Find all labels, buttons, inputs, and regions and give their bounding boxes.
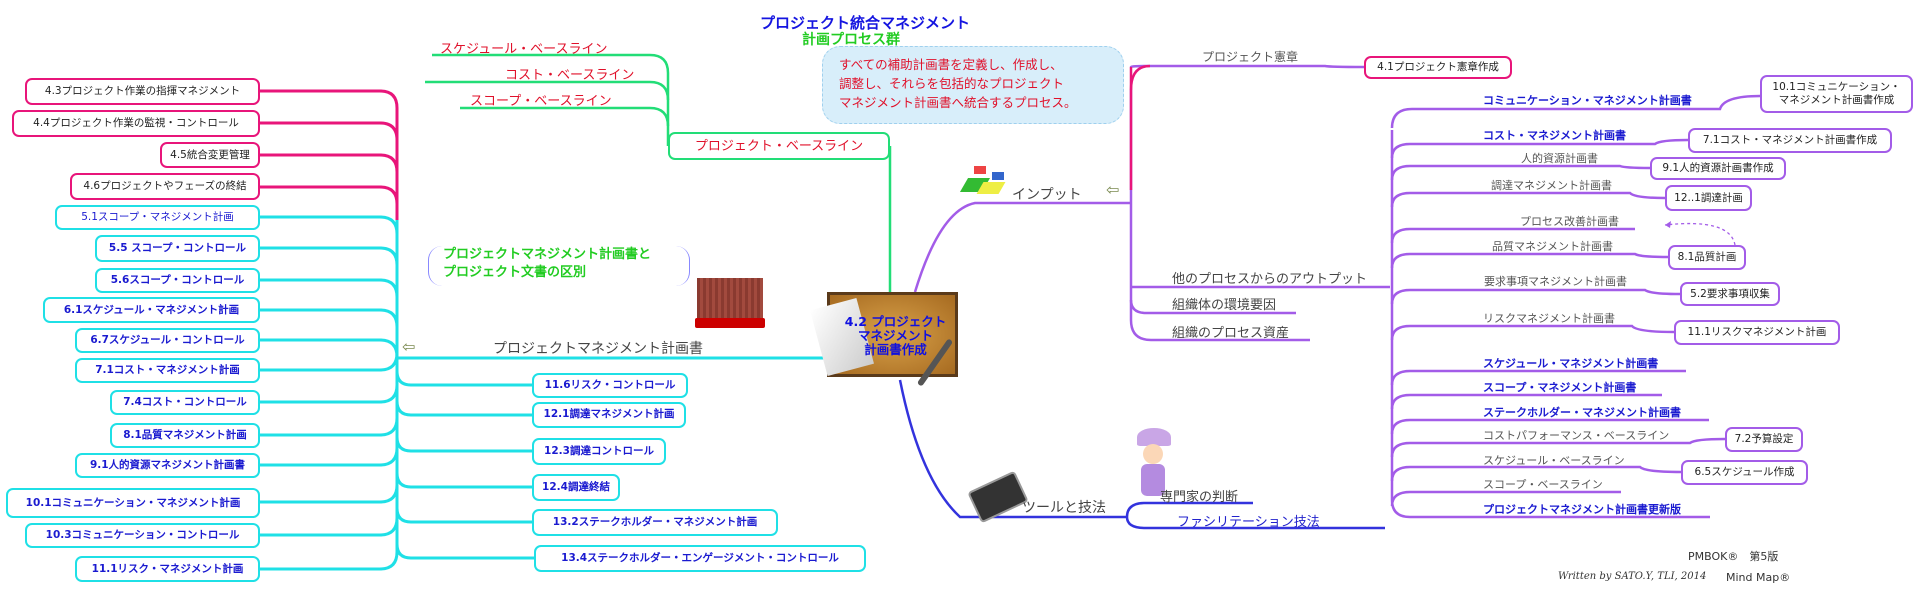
process-box[interactable]: 12.4調達終結 [532, 474, 620, 501]
brand-label: Mind Map® [1726, 571, 1791, 584]
baseline-item[interactable]: スコープ・ベースライン [470, 94, 612, 109]
expert-character-icon [1125, 428, 1181, 498]
process-box[interactable]: 7.4コスト・コントロール [110, 390, 260, 415]
plan-label[interactable]: 人的資源計画書 [1521, 152, 1598, 165]
process-box[interactable]: 5.1スコープ・マネジメント計画 [55, 205, 260, 230]
baseline-item[interactable]: コスト・ベースライン [505, 68, 635, 83]
charter-label[interactable]: プロジェクト憲章 [1202, 50, 1299, 64]
process-box[interactable]: 7.2予算設定 [1725, 427, 1803, 452]
plan-label[interactable]: リスクマネジメント計画書 [1483, 312, 1615, 325]
plan-label[interactable]: コミュニケーション・マネジメント計画書 [1483, 94, 1692, 107]
process-box[interactable]: 11.6リスク・コントロール [532, 373, 688, 398]
pm-plan-label[interactable]: プロジェクトマネジメント計画書 [493, 341, 703, 357]
description-line: すべての補助計画書を定義し、作成し、 [839, 57, 1063, 72]
central-title-line: マネジメント [857, 328, 933, 343]
plan-label[interactable]: プロセス改善計画書 [1520, 215, 1619, 228]
process-box[interactable]: 13.4ステークホルダー・エンゲージメント・コントロール [534, 545, 866, 572]
opa-label[interactable]: 組織のプロセス資産 [1172, 326, 1290, 341]
diagram-subtitle: 計画プロセス群 [802, 32, 900, 48]
diagram-title: プロジェクト統合マネジメント [760, 14, 971, 32]
central-node[interactable]: 4.2 プロジェクト マネジメント 計画書作成 [810, 292, 958, 377]
process-box[interactable]: 8.1品質マネジメント計画 [110, 423, 260, 448]
truck-chassis [695, 318, 765, 328]
process-box[interactable]: 5.2要求事項収集 [1680, 282, 1780, 306]
note-line: プロジェクトマネジメント計画書と [443, 247, 652, 262]
central-title-line: 計画書作成 [864, 342, 927, 357]
process-box[interactable]: 6.7スケジュール・コントロール [75, 328, 260, 353]
edition-label: PMBOK® 第5版 [1688, 550, 1779, 563]
process-box[interactable]: 5.6スコープ・コントロール [95, 268, 260, 293]
author-signature: Written by SATO.Y, TLI, 2014 [1558, 571, 1707, 582]
plan-label[interactable]: プロジェクトマネジメント計画書更新版 [1483, 503, 1681, 516]
tool-item[interactable]: 専門家の判断 [1160, 490, 1239, 505]
plan-label[interactable]: 要求事項マネジメント計画書 [1484, 275, 1627, 288]
tool-item[interactable]: ファシリテーション技法 [1177, 515, 1320, 530]
plan-label[interactable]: スケジュール・ベースライン [1483, 454, 1625, 467]
plan-label[interactable]: コスト・マネジメント計画書 [1483, 129, 1626, 142]
other-outputs-label[interactable]: 他のプロセスからのアウトプット [1172, 272, 1368, 287]
inputs-label[interactable]: インプット [1012, 187, 1082, 203]
process-box[interactable]: 8.1品質計画 [1668, 245, 1746, 270]
process-box[interactable]: 6.1スケジュール・マネジメント計画 [43, 297, 260, 323]
process-box[interactable]: 12.3調達コントロール [532, 438, 666, 465]
description-line: マネジメント計画書へ統合するプロセス。 [839, 95, 1077, 110]
process-box[interactable]: 4.3プロジェクト作業の指揮マネジメント [25, 78, 260, 105]
process-box[interactable]: 4.6プロジェクトやフェーズの終結 [70, 173, 260, 200]
arrow-left-icon: ⇦ [1106, 180, 1120, 199]
tools-label[interactable]: ツールと技法 [1022, 500, 1106, 516]
process-box[interactable]: 12..1調達計画 [1665, 185, 1752, 211]
process-box[interactable]: 5.5 スコープ・コントロール [95, 235, 260, 262]
process-box[interactable]: 12.1調達マネジメント計画 [532, 402, 686, 428]
process-box[interactable]: 11.1リスクマネジメント計画 [1674, 320, 1840, 345]
plan-label[interactable]: スコープ・ベースライン [1483, 478, 1603, 491]
plan-label[interactable]: コストパフォーマンス・ベースライン [1483, 429, 1670, 442]
plan-label[interactable]: スコープ・マネジメント計画書 [1483, 381, 1637, 394]
process-box[interactable]: 7.1コスト・マネジメント計画 [75, 358, 260, 383]
note: プロジェクトマネジメント計画書と プロジェクト文書の区別 [428, 246, 690, 286]
description-line: 調整し、それらを包括的なプロジェクト [839, 76, 1065, 91]
baseline-item[interactable]: スケジュール・ベースライン [440, 42, 608, 57]
process-box[interactable]: 11.1リスク・マネジメント計画 [75, 556, 260, 582]
process-box[interactable]: 10.3コミュニケーション・コントロール [25, 523, 260, 548]
eef-label[interactable]: 組織体の環境要因 [1172, 298, 1277, 313]
process-box[interactable]: 7.1コスト・マネジメント計画書作成 [1688, 128, 1892, 153]
process-box[interactable]: 13.2ステークホルダー・マネジメント計画 [532, 509, 778, 536]
note-line: プロジェクト文書の区別 [443, 265, 587, 280]
process-box[interactable]: 10.1コミュニケーション・マネジメント計画 [6, 488, 260, 518]
process-box[interactable]: 4.4プロジェクト作業の監視・コントロール [12, 110, 260, 137]
plan-label[interactable]: 調達マネジメント計画書 [1491, 179, 1612, 192]
central-title-line: 4.2 プロジェクト [844, 314, 947, 329]
process-box[interactable]: 9.1人的資源計画書作成 [1650, 157, 1786, 180]
process-box[interactable]: 6.5スケジュール作成 [1681, 460, 1808, 485]
arrow-left-icon: ⇦ [402, 337, 416, 356]
plan-label[interactable]: ステークホルダー・マネジメント計画書 [1483, 406, 1681, 419]
project-baseline-node[interactable]: プロジェクト・ベースライン [668, 132, 890, 160]
process-box[interactable]: 4.5統合変更管理 [160, 142, 260, 168]
truck-icon [697, 278, 763, 318]
process-box[interactable]: 10.1コミュニケーション・マネジメント計画書作成 [1760, 75, 1913, 113]
process-box[interactable]: 4.1プロジェクト憲章作成 [1364, 56, 1512, 79]
plan-label[interactable]: 品質マネジメント計画書 [1492, 240, 1613, 253]
process-box[interactable]: 9.1人的資源マネジメント計画書 [75, 453, 260, 478]
plan-label[interactable]: スケジュール・マネジメント計画書 [1483, 357, 1659, 370]
puzzle-icon [959, 162, 1006, 196]
description-cloud: すべての補助計画書を定義し、作成し、 調整し、それらを包括的なプロジェクト マネ… [822, 46, 1124, 124]
